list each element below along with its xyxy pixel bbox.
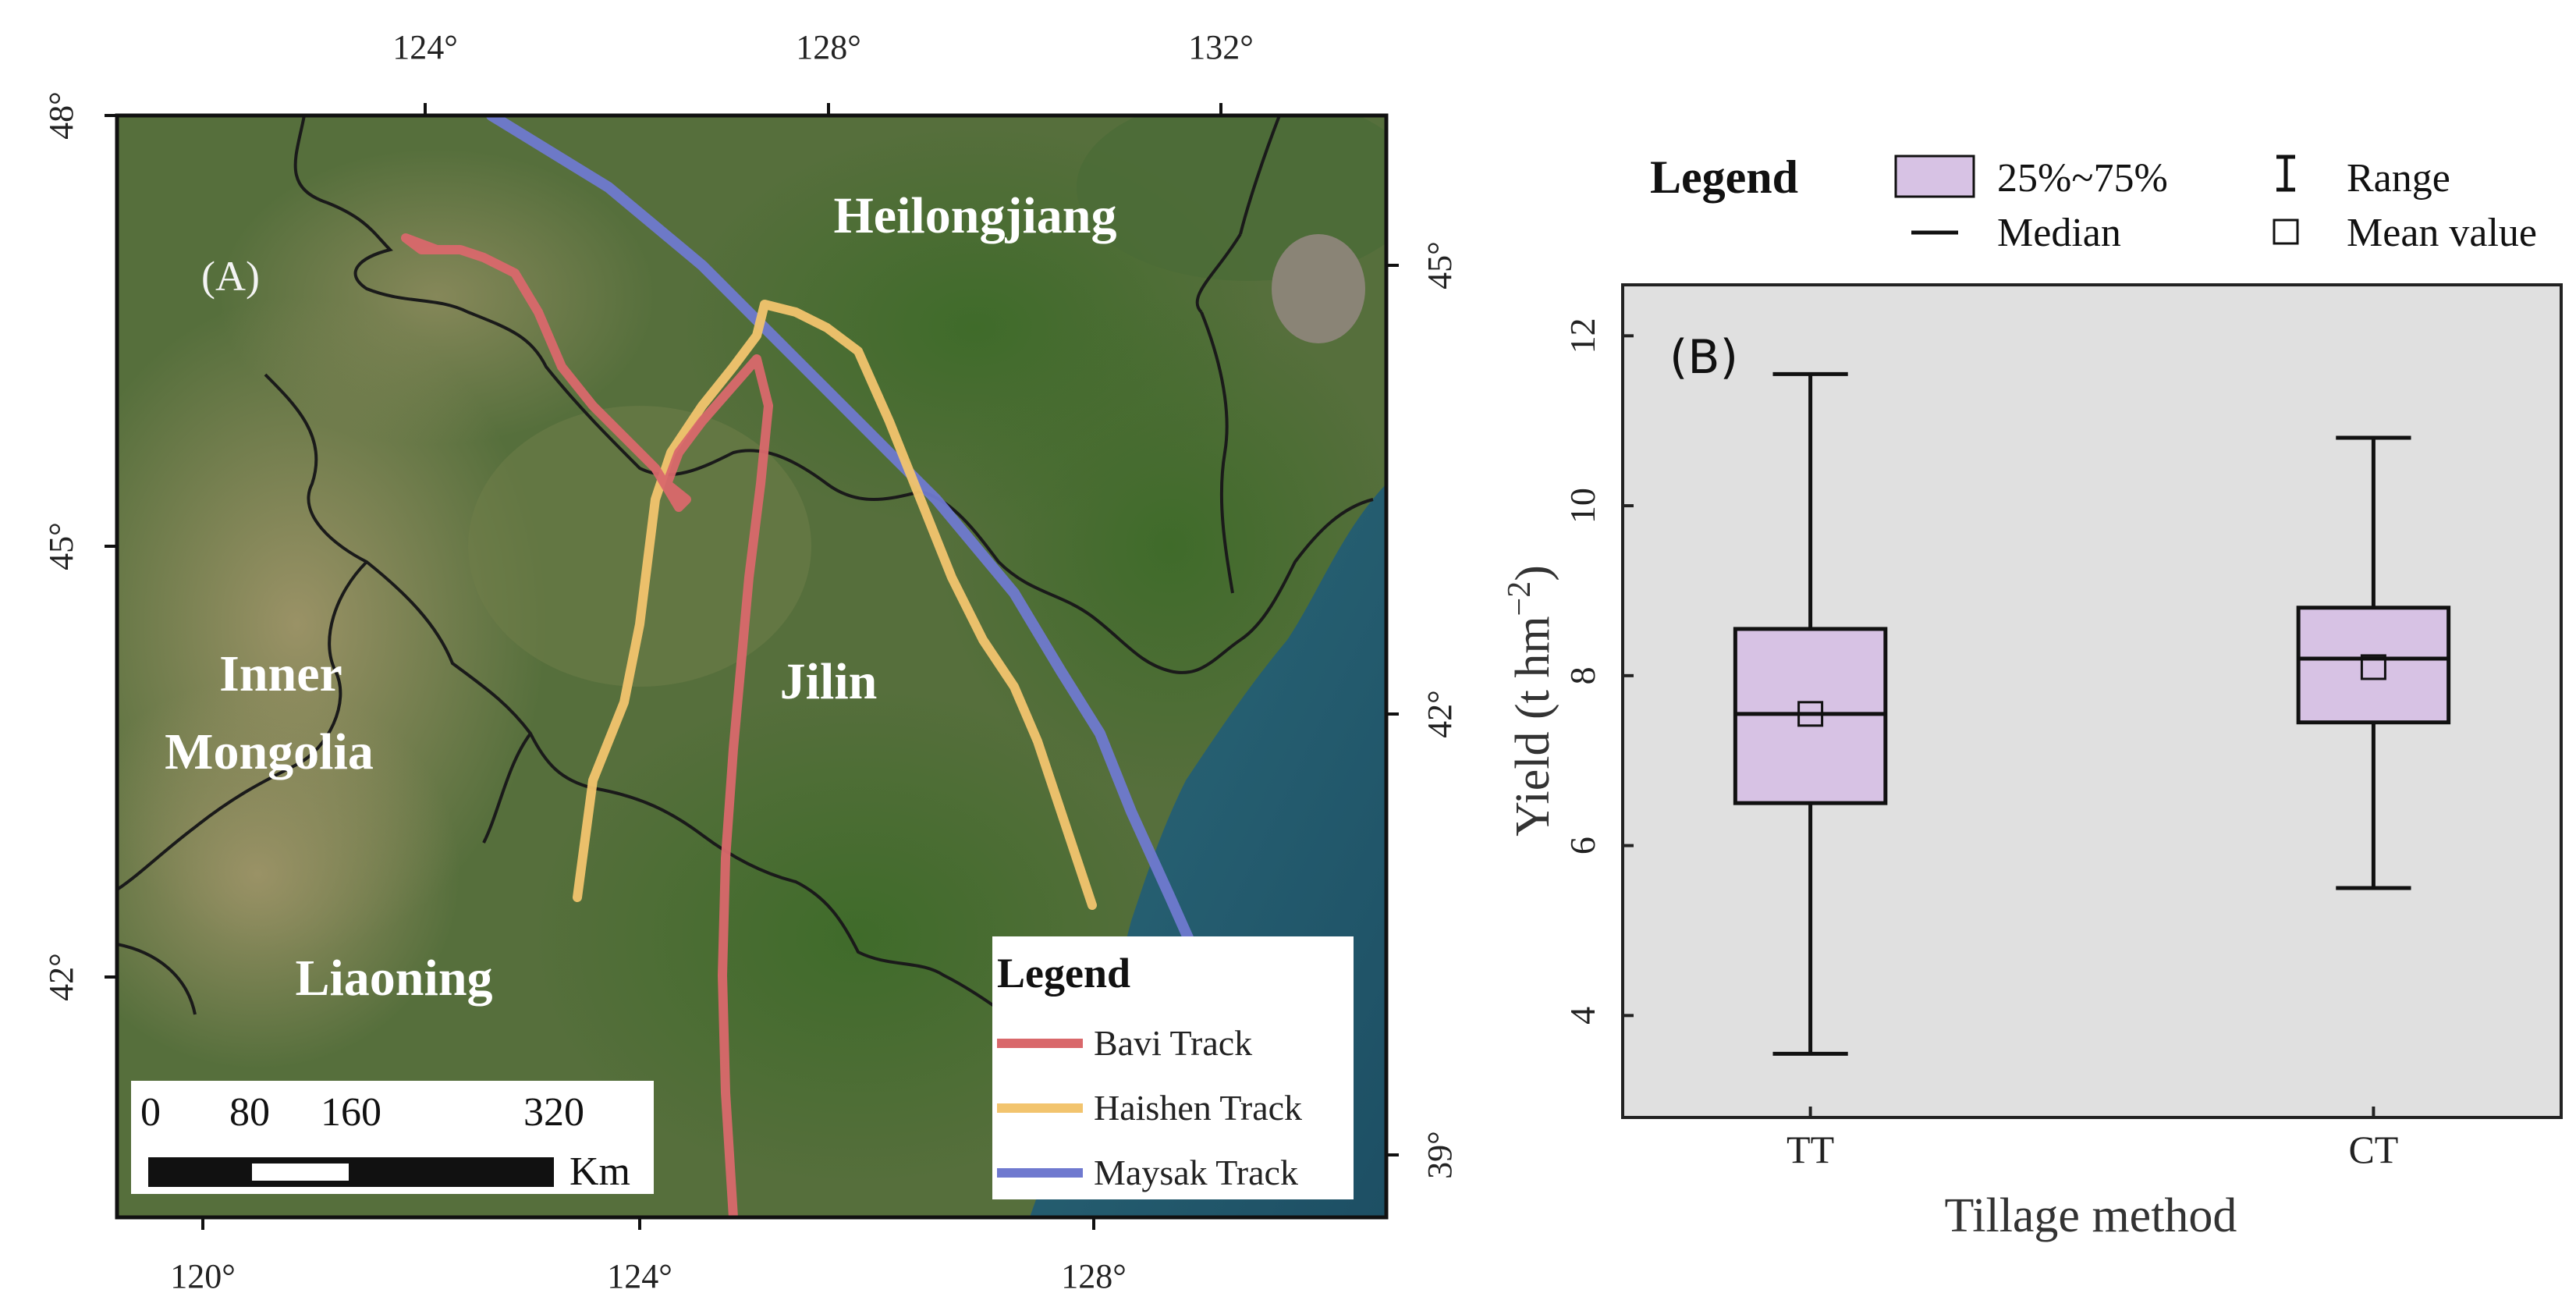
y-tick-label: 10 — [1563, 488, 1602, 524]
map-bottom-tick-label: 120° — [170, 1257, 236, 1295]
legend-range-label: Range — [2347, 156, 2450, 201]
x-tick-label: TT — [1787, 1128, 1834, 1171]
boxes — [1733, 371, 2451, 1056]
boxplot-panel: Legend 25%~75% Median Range Mean value (… — [1502, 151, 2563, 1242]
map-panel-label: (A) — [201, 253, 260, 300]
region-label-inner-mongolia: Mongolia — [165, 723, 374, 780]
maysak-track-line — [486, 115, 1238, 1043]
y-tick-label: 4 — [1563, 1007, 1602, 1025]
lake-khanka — [1272, 234, 1365, 343]
scalebar-tick-label: 160 — [321, 1090, 381, 1135]
map-left-ticks: 48° 45° 42° — [42, 91, 117, 1001]
legend-median-label: Median — [1997, 211, 2121, 255]
legend-box-label: 25%~75% — [1997, 156, 2168, 201]
legend-mean-label: Mean value — [2347, 211, 2537, 255]
scalebar-unit: Km — [569, 1149, 630, 1194]
region-label-liaoning: Liaoning — [295, 950, 492, 1007]
map-left-tick-label: 48° — [42, 91, 80, 140]
map-left-tick-label: 42° — [42, 953, 80, 1001]
mean-marker — [2360, 654, 2386, 680]
box-ct — [2296, 435, 2451, 890]
map-right-tick-label: 45° — [1421, 241, 1459, 290]
map-frame — [115, 113, 1389, 1220]
map-legend: Legend Bavi Track Haishen Track Maysak T… — [992, 936, 1354, 1199]
y-axis-title-text: Yield (t hm — [1506, 616, 1559, 836]
legend-range-swatch — [2276, 155, 2295, 192]
x-tick-label: CT — [2348, 1128, 2398, 1171]
mean-marker — [1797, 701, 1824, 727]
y-axis: 4 6 8 10 12 — [1563, 318, 1634, 1025]
legend-box-swatch — [1894, 155, 1975, 198]
scalebar-tick-label: 320 — [523, 1090, 584, 1135]
map-top-tick-label: 132° — [1188, 28, 1254, 66]
iqr-box — [1733, 627, 1888, 805]
y-axis-title: Yield (t hm−2) — [1502, 565, 1559, 837]
map-legend-label: Haishen Track — [1094, 1088, 1302, 1128]
y-tick-label: 8 — [1563, 666, 1602, 684]
boxplot-legend-title: Legend — [1650, 151, 1798, 203]
map-top-ticks: 124° 128° 132° — [392, 28, 1254, 115]
x-axis-title: Tillage method — [1945, 1189, 2237, 1242]
bavi-track-line — [401, 233, 773, 1217]
iqr-box — [2296, 606, 2451, 725]
map-right-ticks: 45° 42° 39° — [1386, 241, 1459, 1179]
map-right-tick-label: 39° — [1421, 1131, 1459, 1179]
scalebar-bar — [148, 1157, 554, 1187]
scalebar-tick-label: 0 — [140, 1090, 161, 1135]
map-right-tick-label: 42° — [1421, 690, 1459, 738]
map-left-tick-label: 45° — [42, 522, 80, 570]
map-bottom-tick-label: 124° — [607, 1257, 672, 1295]
region-labels: Heilongjiang Inner Mongolia Jilin Liaoni… — [165, 187, 1116, 1007]
y-tick-label: 6 — [1563, 837, 1602, 854]
haishen-track-line — [573, 300, 1097, 910]
map-legend-label: Bavi Track — [1094, 1023, 1252, 1063]
box-tt — [1733, 371, 1888, 1056]
x-axis: TT CT — [1787, 1107, 2398, 1171]
map-scalebar: 0 80 160 320 Km — [131, 1081, 654, 1194]
region-label-heilongjiang: Heilongjiang — [833, 187, 1116, 244]
map-bottom-ticks: 120° 124° 128° — [170, 1217, 1127, 1295]
scalebar-tick-label: 80 — [229, 1090, 270, 1135]
y-tick-label: 12 — [1563, 318, 1602, 354]
scalebar-segment — [252, 1164, 349, 1181]
map-legend-box — [992, 936, 1354, 1199]
legend-mean-swatch — [2273, 218, 2299, 245]
map-legend-label: Maysak Track — [1094, 1153, 1298, 1192]
province-borders — [117, 115, 1374, 1124]
storm-tracks — [401, 115, 1238, 1217]
map-top-tick-label: 124° — [392, 28, 458, 66]
map-bottom-tick-label: 128° — [1061, 1257, 1127, 1295]
map-panel: 124° 128° 132° 120° 124° 128° 48° 45° 42… — [42, 28, 1459, 1295]
y-axis-title-close: ) — [1506, 565, 1559, 581]
region-label-jilin: Jilin — [780, 653, 878, 710]
boxplot-legend: Legend 25%~75% Median Range Mean value — [1650, 151, 2537, 255]
region-label-inner-mongolia: Inner — [219, 645, 342, 702]
y-axis-title-superscript: −2 — [1502, 581, 1538, 616]
map-legend-title: Legend — [997, 950, 1130, 997]
map-top-tick-label: 128° — [796, 28, 861, 66]
boxplot-panel-label: (B) — [1669, 330, 1738, 385]
